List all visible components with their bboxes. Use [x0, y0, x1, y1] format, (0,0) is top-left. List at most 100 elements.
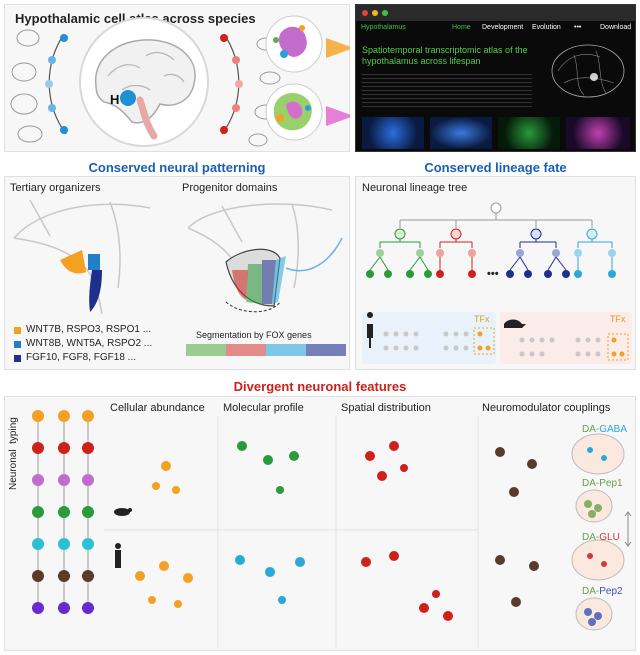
- mouse-tf-label: TFx: [610, 314, 626, 324]
- molecular-human: [235, 555, 305, 604]
- coupling-prefix: DA-: [582, 478, 600, 489]
- lineage-tree-title: Neuronal lineage tree: [362, 182, 468, 194]
- arrow-to-website: [326, 38, 350, 58]
- legend-label: WNT8B, WNT5A, RSPO2 ...: [26, 338, 153, 349]
- thumbnail[interactable]: [362, 117, 424, 149]
- coupling-label-glu: DA-GLU: [582, 532, 620, 543]
- nav-home[interactable]: Home: [452, 24, 471, 31]
- tf-mini-trees: [367, 312, 629, 361]
- divergent-panel: [4, 396, 636, 651]
- mouse-brain-silhouette: [248, 133, 268, 147]
- section-title-patterning: Conserved neural patterning: [88, 160, 266, 175]
- timeline-dot: [60, 126, 68, 134]
- neuron-row-orange: [32, 410, 94, 422]
- spatial-mouse: [365, 441, 408, 481]
- lineage-branch-cyan: [574, 228, 616, 278]
- neuron-row-red: [32, 442, 94, 454]
- timeline-dot: [48, 56, 56, 64]
- hypothalamus-marker: [120, 90, 136, 106]
- brain-silhouette: [16, 29, 40, 47]
- neuron-type-stack: [32, 410, 94, 614]
- neuron-row-brown: [32, 570, 94, 582]
- coupling-suffix: Pep1: [599, 478, 623, 489]
- mouse-icon-bottom: [114, 508, 132, 516]
- neuron-row-violet: [32, 602, 94, 614]
- organizer-legend: WNT7B, RSPO3, RSPO1 ... WNT8B, WNT5A, RS…: [14, 324, 174, 366]
- legend-label: FGF10, FGF8, FGF18 ...: [26, 352, 137, 363]
- nav-development[interactable]: Development: [482, 24, 524, 31]
- minimize-dot: [372, 10, 378, 16]
- website-body-text: [362, 71, 532, 107]
- brain-folds: [107, 51, 185, 91]
- coupling-blob-pep1: [575, 489, 613, 523]
- timeline-dot: [232, 104, 240, 112]
- close-dot: [362, 10, 368, 16]
- thumbnail[interactable]: [566, 117, 630, 149]
- window-titlebar: [356, 5, 635, 21]
- coupling-blob-pep2: [575, 597, 613, 631]
- fox-gene-bar: [186, 344, 346, 356]
- lineage-branch-red: [436, 228, 476, 278]
- progenitor-diagram: [187, 203, 343, 313]
- patterning-panel: [4, 176, 350, 370]
- maximize-dot: [382, 10, 388, 16]
- timeline-dot: [232, 56, 240, 64]
- coupling-prefix: DA-: [582, 532, 600, 543]
- coupling-suffix: GABA: [599, 424, 628, 435]
- abundance-human: [135, 561, 193, 608]
- mouse-brain-silhouette: [259, 71, 281, 85]
- legend-item: WNT7B, RSPO3, RSPO1 ...: [14, 324, 174, 338]
- human-tf-label: TFx: [474, 314, 490, 324]
- neuron-row-purple: [32, 474, 94, 486]
- column-title-couplings: Neuromodulator couplings: [482, 402, 611, 414]
- molecular-mouse: [237, 441, 299, 494]
- segmentation-label: Segmentation by FOX genes: [196, 330, 312, 340]
- section-title-lineage: Conserved lineage fate: [424, 160, 567, 175]
- column-title-spatial: Spatial distribution: [341, 402, 431, 414]
- nav-more[interactable]: •••: [574, 24, 582, 31]
- column-title-molecular: Molecular profile: [223, 402, 304, 414]
- lineage-branch-navy: [506, 228, 570, 278]
- lineage-tree: [366, 202, 616, 278]
- human-icon-bottom: [115, 543, 121, 568]
- coupling-blob-glu: [571, 539, 625, 581]
- website-heading: Spatiotemporal transcriptomic atlas of t…: [362, 45, 532, 67]
- coupling-prefix: DA-: [582, 424, 600, 435]
- tree-root-node: [490, 202, 502, 214]
- legend-swatch: [14, 341, 21, 348]
- coupling-neurons: [495, 447, 539, 607]
- hypothalamus-label: H: [110, 92, 119, 107]
- website-image-strip: [362, 117, 630, 149]
- legend-item: FGF10, FGF8, FGF18 ...: [14, 352, 174, 366]
- nav-brand[interactable]: Hypothalamus: [361, 24, 406, 31]
- brain-silhouette: [17, 125, 43, 143]
- coupling-label-gaba: DA-GABA: [582, 424, 627, 435]
- brain-silhouette: [10, 93, 38, 115]
- coupling-label-pep2: DA-Pep2: [582, 586, 623, 597]
- legend-item: WNT8B, WNT5A, RSPO2 ...: [14, 338, 174, 352]
- lineage-branch-green: [366, 228, 432, 278]
- coupling-suffix: Pep2: [599, 586, 623, 597]
- thumbnail[interactable]: [498, 117, 560, 149]
- heading-line2: hypothalamus across lifespan: [362, 56, 481, 66]
- nav-evolution[interactable]: Evolution: [532, 24, 561, 31]
- section-title-divergent: Divergent neuronal features: [233, 379, 407, 394]
- timeline-dot: [60, 34, 68, 42]
- brain-shape: [95, 39, 196, 124]
- organizer-diagram: [13, 199, 151, 315]
- abundance-mouse: [152, 461, 180, 494]
- nav-download[interactable]: Download: [600, 24, 632, 31]
- progenitor-domains-title: Progenitor domains: [182, 182, 278, 194]
- neuron-row-green: [32, 506, 94, 518]
- tertiary-organizers-title: Tertiary organizers: [10, 182, 101, 194]
- neuron-row-cyan: [32, 538, 94, 550]
- coupling-blob-gaba: [571, 433, 625, 475]
- legend-label: WNT7B, RSPO3, RSPO1 ...: [26, 324, 152, 335]
- brain-silhouette: [11, 62, 37, 82]
- timeline-dot: [48, 104, 56, 112]
- human-icon: [367, 312, 374, 348]
- thumbnail[interactable]: [430, 117, 492, 149]
- arrow-to-website: [326, 106, 350, 126]
- website-brain-wireframe: [551, 44, 625, 98]
- lineage-ellipsis: •••: [487, 268, 499, 280]
